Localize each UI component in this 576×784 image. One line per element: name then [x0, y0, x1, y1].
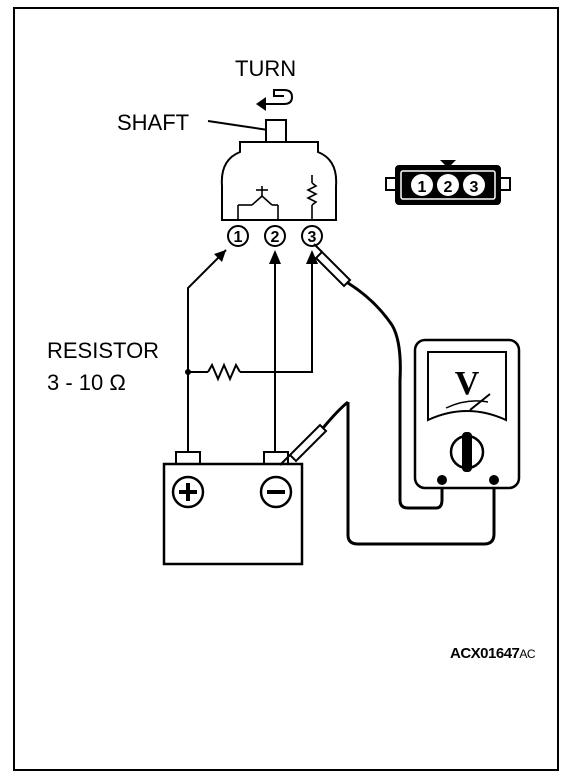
sensor-terminal-3: 3 — [301, 225, 323, 247]
svg-text:3: 3 — [470, 179, 479, 196]
wire-resistor-to-terminal-3 — [240, 252, 313, 373]
voltmeter-terminal-right — [489, 475, 499, 485]
sensor-shaft — [265, 119, 287, 143]
connector-diagram: 1 2 3 — [385, 160, 511, 205]
external-resistor — [207, 362, 241, 382]
sensor-resistor-symbol — [306, 175, 318, 220]
battery-negative-icon — [259, 475, 293, 509]
svg-text:1: 1 — [234, 229, 243, 246]
shaft-label: SHAFT — [117, 110, 189, 135]
connector-pin-3: 3 — [463, 174, 485, 196]
turn-arrow-icon — [256, 89, 294, 111]
sensor-terminal-1: 1 — [227, 225, 249, 247]
shaft-leader-line — [207, 120, 269, 131]
meter-lead-negative — [346, 402, 496, 546]
battery-positive-post — [175, 451, 201, 465]
svg-text:3: 3 — [308, 229, 317, 246]
voltmeter-symbol: V — [455, 365, 480, 402]
connector-key-icon — [440, 160, 456, 168]
figure-code: ACX01647AC — [450, 645, 536, 662]
voltmeter: V — [413, 338, 521, 490]
svg-text:2: 2 — [444, 179, 453, 196]
terminal-1-arrow-icon — [214, 250, 226, 262]
probe-negative — [279, 400, 349, 466]
voltmeter-terminal-left — [437, 475, 447, 485]
sensor-housing — [220, 141, 338, 221]
meter-lead-positive — [390, 324, 444, 510]
voltmeter-needle — [469, 393, 491, 411]
probe-positive — [313, 243, 394, 326]
sensor-terminal-2: 2 — [264, 225, 286, 247]
battery — [162, 451, 304, 566]
connector-pin-2: 2 — [437, 174, 459, 196]
sensor-switch-symbol — [237, 186, 279, 220]
voltmeter-display — [427, 351, 507, 422]
throttle-sensor: 1 2 3 — [220, 119, 338, 247]
wire-positive-to-terminal-1 — [187, 249, 227, 452]
voltmeter-selector-knob-icon — [449, 432, 485, 472]
terminal-2-arrow-icon — [269, 250, 281, 264]
svg-text:1: 1 — [418, 179, 427, 196]
wiring — [187, 249, 313, 452]
resistor-label: RESISTOR — [47, 338, 159, 363]
battery-negative-post — [263, 451, 289, 465]
resistor-junction-dot — [185, 369, 191, 375]
resistor-value-label: 3 - 10 Ω — [47, 370, 126, 395]
terminal-3-arrow-icon — [306, 250, 318, 264]
turn-label: TURN — [235, 56, 296, 81]
voltmeter-needle-arc — [445, 400, 489, 409]
svg-text:2: 2 — [271, 229, 280, 246]
connector-pin-1: 1 — [411, 174, 433, 196]
battery-positive-icon — [171, 475, 205, 509]
figure-frame — [13, 7, 559, 771]
